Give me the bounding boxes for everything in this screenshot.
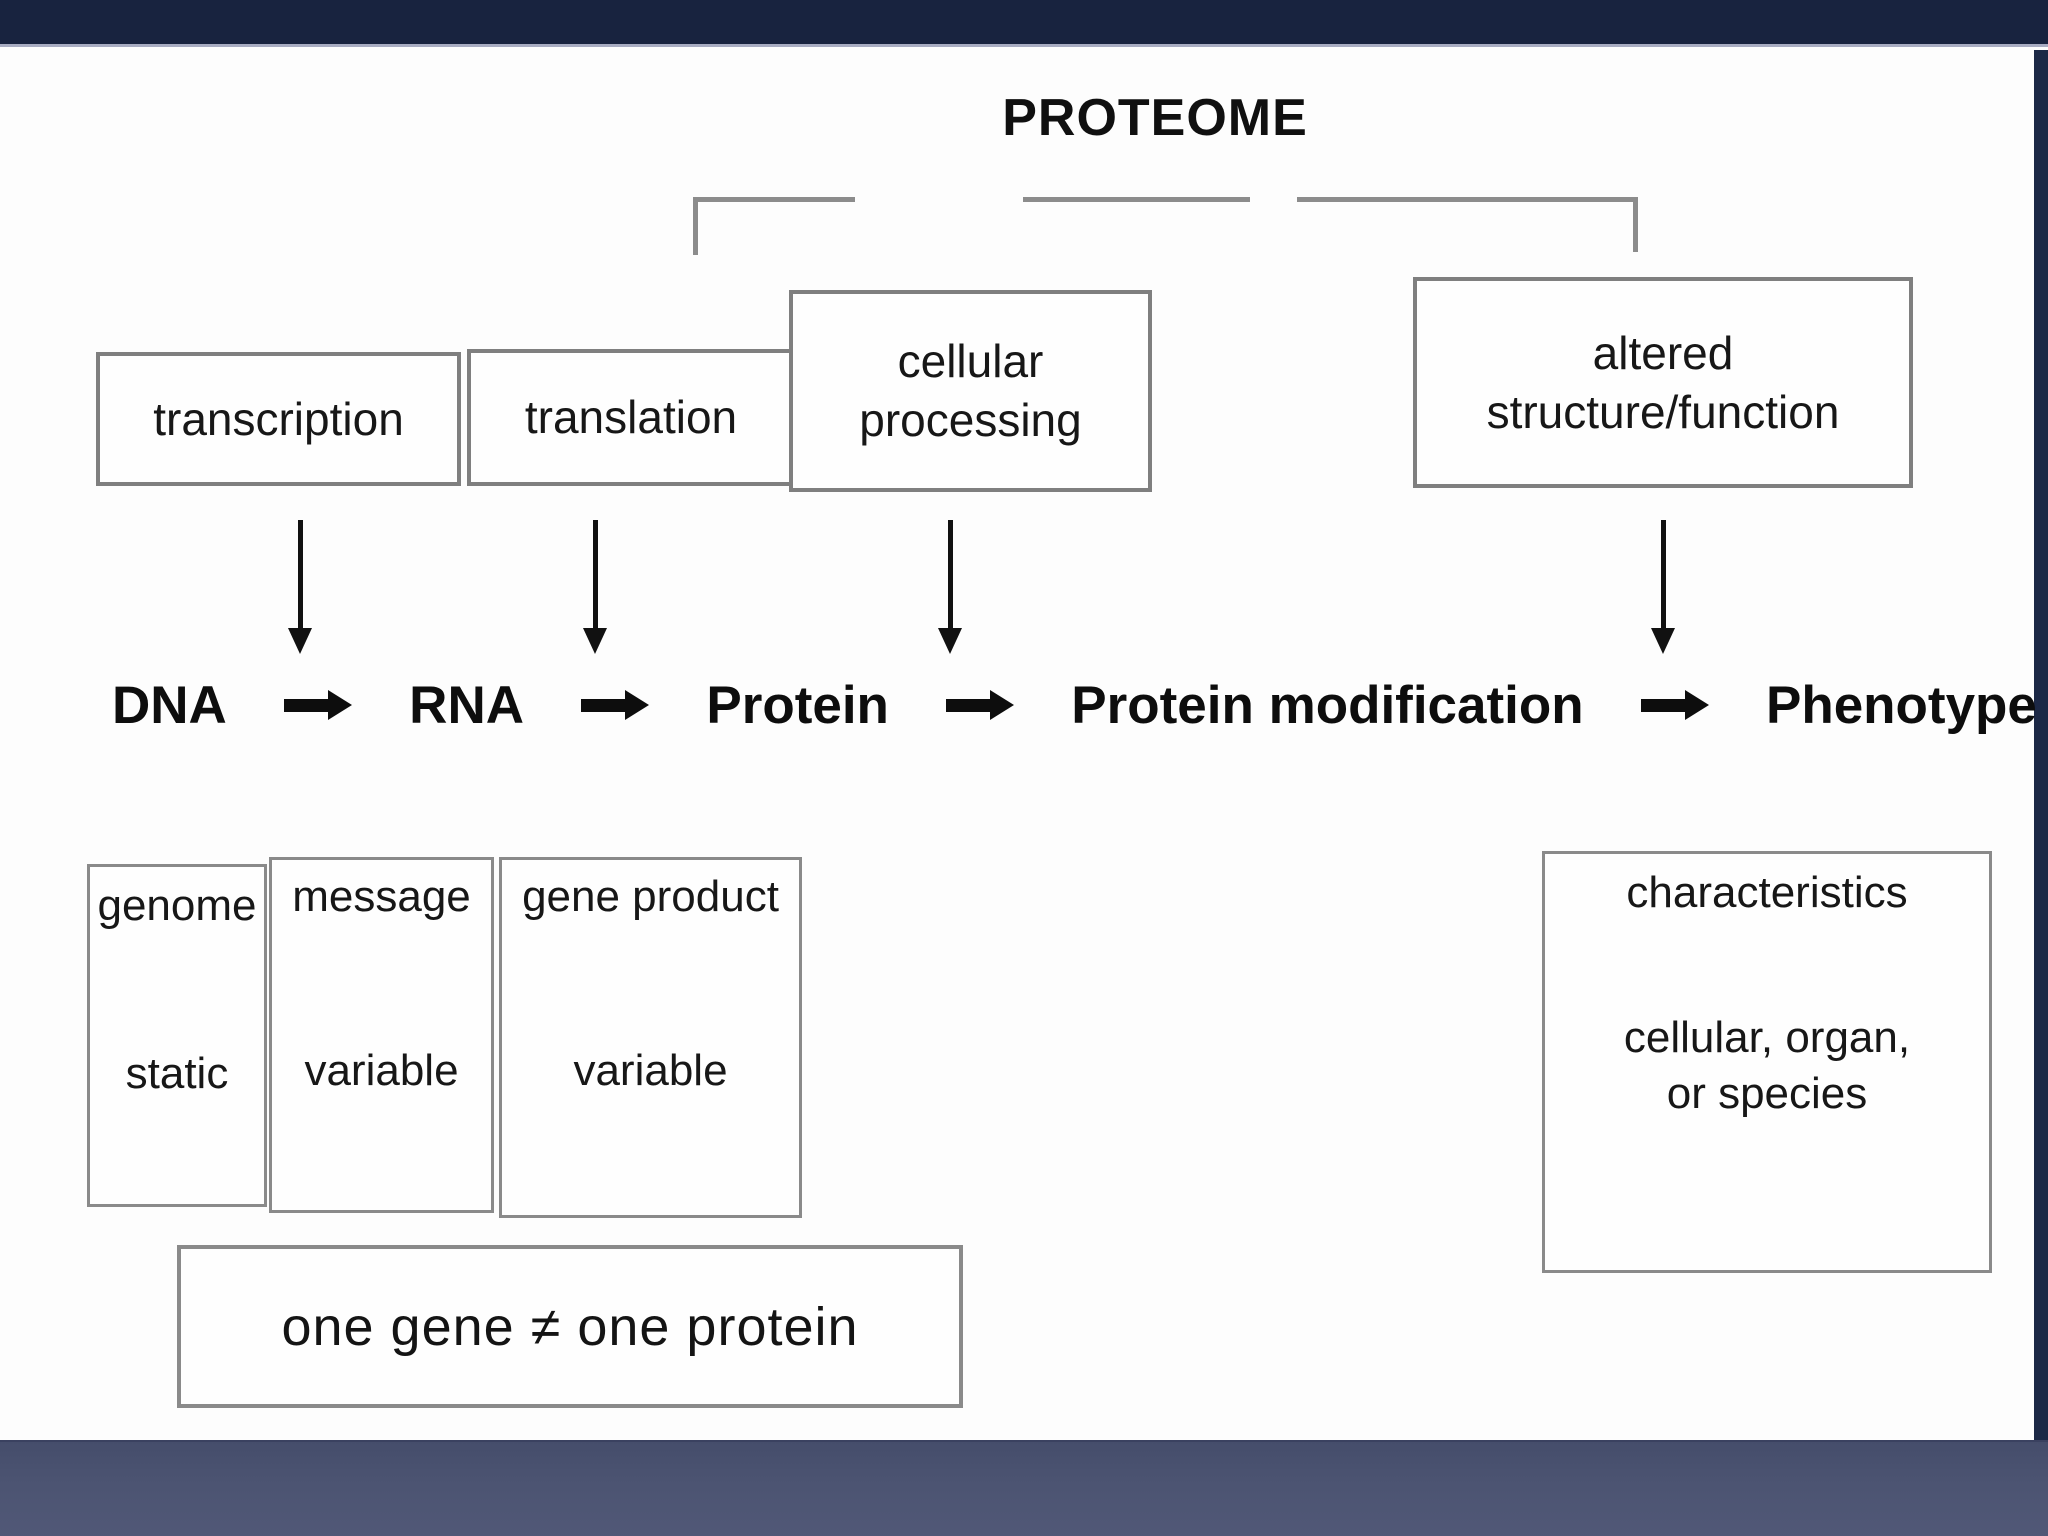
top-navy-bar [0,0,2048,44]
down-arrow-translation [583,520,607,654]
central-flow-row: DNA RNA Protein Protein modification Phe… [112,666,2037,744]
box-translation-label: translation [524,391,738,444]
box-genome-bottom: static [125,1049,229,1098]
box-altered-line2: structure/function [1486,385,1840,438]
bracket-left-tick [693,197,698,255]
box-cellular-processing-line1: cellular [897,335,1044,388]
bracket-right-tick [1633,197,1638,252]
box-one-gene-not-one-protein: one gene ≠ one protein [177,1245,963,1408]
bracket-segment [1023,197,1250,202]
box-altered-line1: altered [1592,326,1734,379]
bracket-segment [693,197,855,202]
box-translation: translation [467,349,795,486]
down-arrow-transcription [288,520,312,654]
down-arrow-altered [1651,520,1675,654]
box-gene-product: gene product variable [499,857,802,1218]
flow-term-dna: DNA [112,675,227,735]
bracket-segment [1297,197,1638,202]
flow-term-phenotype: Phenotype [1765,675,2037,735]
right-arrow-icon [581,690,650,720]
top-bar-edge-line [0,44,2048,47]
equation-text: one gene ≠ one protein [281,1296,859,1357]
box-characteristics-top: characteristics [1626,868,1908,917]
flow-term-protein-modification: Protein modification [1071,675,1584,735]
down-arrow-cellular-processing [938,520,962,654]
box-genome-top: genome [97,881,257,930]
box-characteristics: characteristics cellular, organ, or spec… [1542,851,1992,1273]
flow-term-rna: RNA [409,675,524,735]
box-characteristics-bottom1: cellular, organ, [1623,1013,1911,1062]
box-message-bottom: variable [304,1046,459,1095]
right-navy-border [2034,50,2048,1442]
box-gene-product-bottom: variable [573,1046,728,1095]
box-transcription-label: transcription [153,392,404,445]
flow-term-protein: Protein [706,675,889,735]
box-message-top: message [292,872,471,921]
box-cellular-processing-line2: processing [859,394,1082,446]
bottom-slate-bar [0,1440,2048,1536]
box-genome: genome static [87,864,267,1207]
box-gene-product-top: gene product [522,872,779,921]
right-arrow-icon [1640,690,1709,720]
right-arrow-icon [284,690,352,720]
page-title: PROTEOME [1002,89,1308,147]
box-altered-structure-function: altered structure/function [1413,277,1913,488]
box-cellular-processing: cellular processing [789,290,1152,492]
box-transcription: transcription [96,352,461,486]
box-message: message variable [269,857,494,1213]
box-characteristics-bottom2: or species [1666,1069,1868,1119]
right-arrow-icon [946,690,1015,720]
